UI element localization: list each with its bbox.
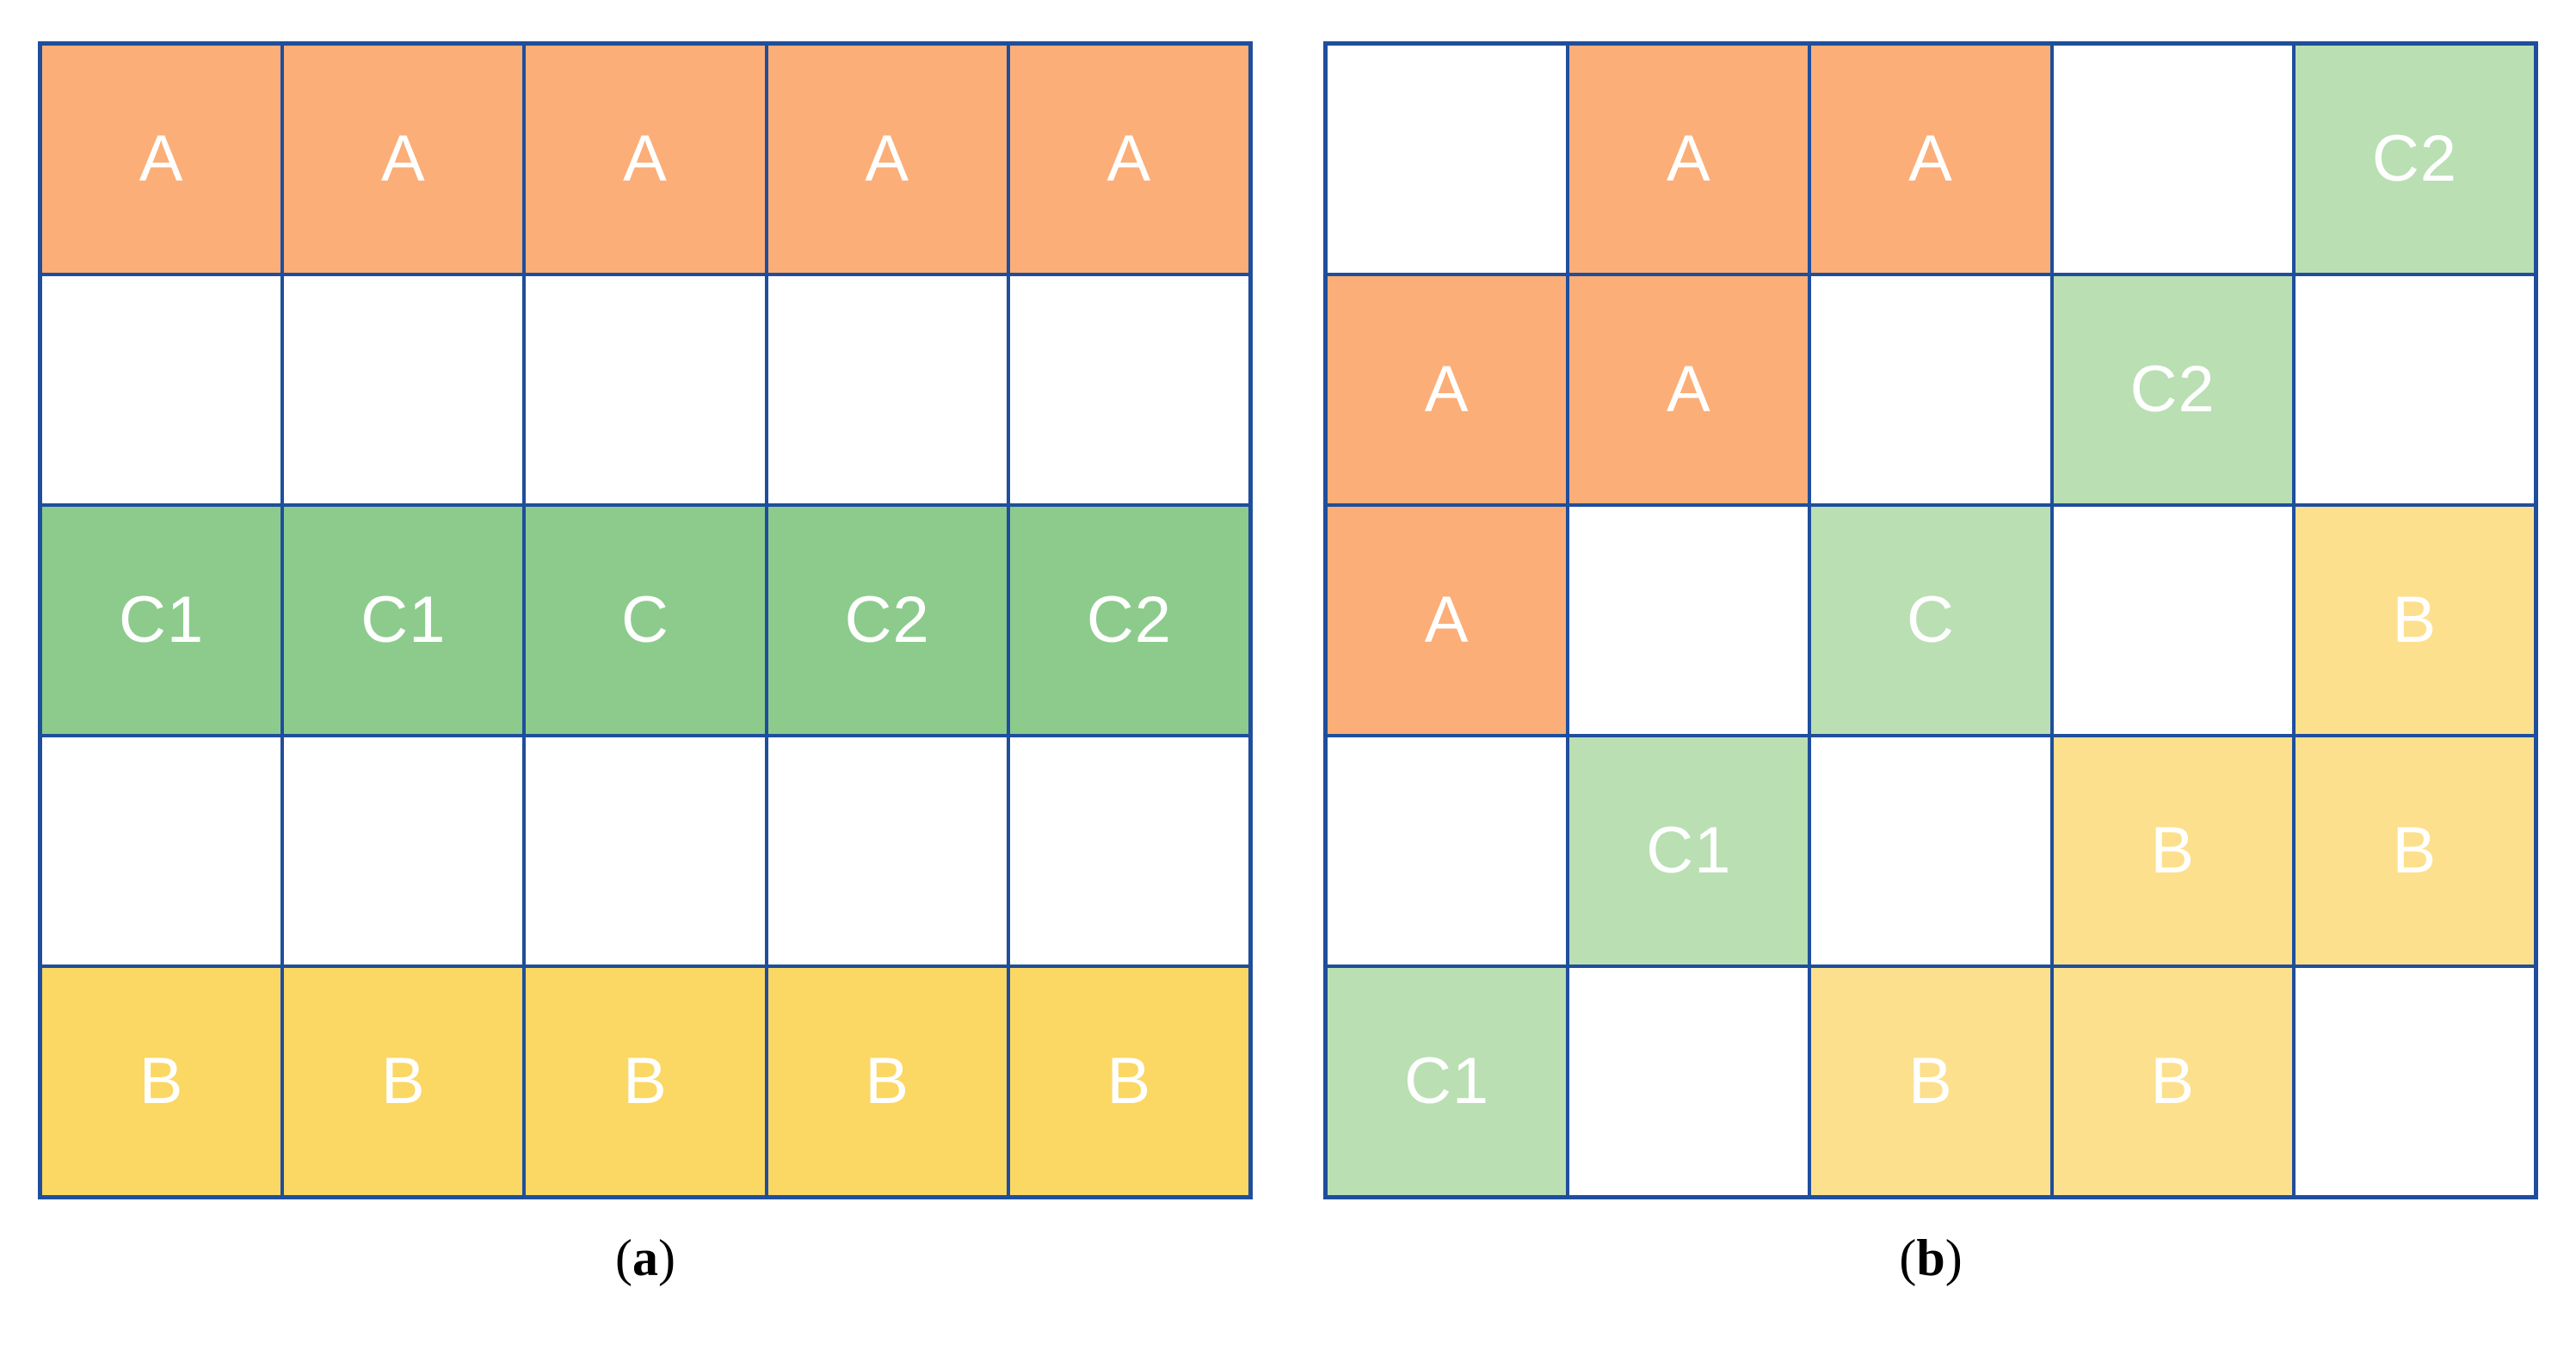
cell-a-r1c2: A	[284, 46, 523, 273]
caption-panel-a: (a)	[38, 1232, 1253, 1284]
cell-a-r2c5	[1009, 276, 1248, 503]
cell-b-r4c4: B	[2053, 737, 2292, 965]
cell-b-r2c3	[1811, 276, 2050, 503]
cell-a-r4c4	[767, 737, 1007, 965]
cell-a-r2c4	[767, 276, 1007, 503]
cell-a-r5c1: B	[42, 968, 281, 1195]
cell-b-r1c2: A	[1569, 46, 1809, 273]
caption-a-paren-close: )	[658, 1230, 675, 1286]
cell-b-r3c4	[2053, 507, 2292, 734]
cell-b-r5c4: B	[2053, 968, 2292, 1195]
cell-b-r4c2: C1	[1569, 737, 1809, 965]
cell-b-r3c2	[1569, 507, 1809, 734]
cell-b-r5c1: C1	[1328, 968, 1567, 1195]
caption-a-letter: a	[632, 1230, 658, 1286]
cell-b-r5c2	[1569, 968, 1809, 1195]
cell-a-r5c4: B	[767, 968, 1007, 1195]
cell-b-r2c1: A	[1328, 276, 1567, 503]
cell-b-r3c5: B	[2295, 507, 2534, 734]
cell-b-r4c1	[1328, 737, 1567, 965]
cell-b-r4c3	[1811, 737, 2050, 965]
caption-a-paren-open: (	[615, 1230, 632, 1286]
cell-a-r1c4: A	[767, 46, 1007, 273]
cell-a-r4c1	[42, 737, 281, 965]
cell-a-r1c3: A	[526, 46, 765, 273]
cell-a-r3c1: C1	[42, 507, 281, 734]
cell-a-r3c3: C	[526, 507, 765, 734]
cell-b-r3c3: C	[1811, 507, 2050, 734]
cell-a-r3c4: C2	[767, 507, 1007, 734]
cell-b-r2c4: C2	[2053, 276, 2292, 503]
caption-b-letter: b	[1916, 1230, 1945, 1286]
cell-b-r1c3: A	[1811, 46, 2050, 273]
cell-b-r1c5: C2	[2295, 46, 2534, 273]
cell-b-r3c1: A	[1328, 507, 1567, 734]
cell-b-r1c4	[2053, 46, 2292, 273]
cell-b-r1c1	[1328, 46, 1567, 273]
cell-a-r5c3: B	[526, 968, 765, 1195]
cell-a-r4c3	[526, 737, 765, 965]
cell-b-r2c5	[2295, 276, 2534, 503]
caption-panel-b: (b)	[1323, 1232, 2538, 1284]
cell-a-r2c1	[42, 276, 281, 503]
cell-a-r1c5: A	[1009, 46, 1248, 273]
cell-a-r4c5	[1009, 737, 1248, 965]
cell-a-r5c5: B	[1009, 968, 1248, 1195]
cell-a-r3c2: C1	[284, 507, 523, 734]
cell-a-r4c2	[284, 737, 523, 965]
caption-b-paren-open: (	[1899, 1230, 1917, 1286]
cell-a-r1c1: A	[42, 46, 281, 273]
cell-a-r2c2	[284, 276, 523, 503]
cell-a-r3c5: C2	[1009, 507, 1248, 734]
cell-b-r4c5: B	[2295, 737, 2534, 965]
cell-b-r5c5	[2295, 968, 2534, 1195]
cell-b-r2c2: A	[1569, 276, 1809, 503]
cell-a-r2c3	[526, 276, 765, 503]
cell-b-r5c3: B	[1811, 968, 2050, 1195]
caption-b-paren-close: )	[1944, 1230, 1963, 1286]
cell-a-r5c2: B	[284, 968, 523, 1195]
